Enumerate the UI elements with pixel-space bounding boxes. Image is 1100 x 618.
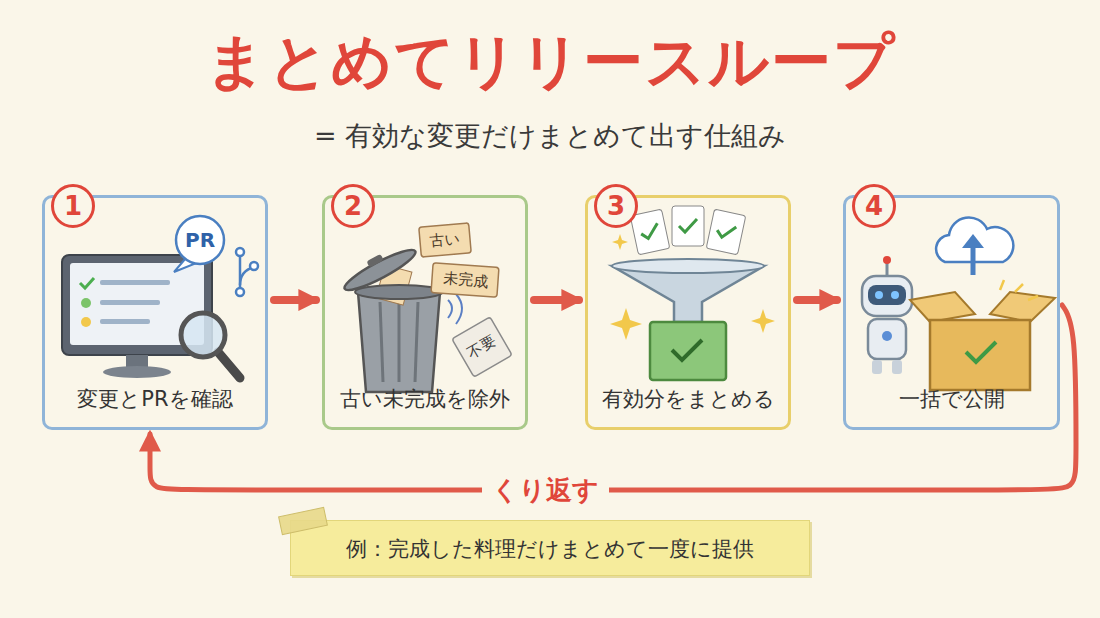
step-label: 古い未完成を除外 [329,385,521,413]
step-number: 3 [594,184,638,228]
card-text: 古い [429,229,461,251]
note-box: 例：完成した料理だけまとめて一度に提供 [290,520,810,576]
step-number: 2 [331,184,375,228]
title: まとめてリリースループ [0,22,1100,103]
flow-arrow [797,296,837,304]
magnifier-icon [181,313,240,378]
cardboard-box [910,280,1055,390]
bubble-text: PR [185,228,215,252]
note-text: 例：完成した料理だけまとめて一度に提供 [291,521,809,577]
step-label: 変更とPRを確認 [49,385,261,413]
discarded-cards [419,223,512,377]
funnel-icon [612,259,764,322]
process-box: 4一括で公開 [843,195,1060,430]
loop-arrow [150,305,1076,490]
branch-icon [236,248,258,296]
tape-strip [279,507,328,534]
trash-can [338,239,462,392]
result-box [650,322,726,380]
sparkles [610,234,775,340]
edge-label: くり返す [482,473,609,508]
flow-arrow [534,296,579,304]
robot-icon [862,256,912,374]
step-number: 1 [51,184,95,228]
step-number: 4 [852,184,896,228]
process-box: 2古い未完成を除外 [322,195,528,430]
process-box: 1変更とPRを確認 [42,195,268,430]
step-label: 有効分をまとめる [592,385,784,413]
cloud-upload-icon [936,217,1013,275]
pr-bubble [174,216,224,272]
step-label: 一括で公開 [850,385,1053,413]
checked-cards [630,206,746,255]
process-box: 3有効分をまとめる [585,195,791,430]
flow-arrow [274,296,316,304]
subtitle: = 有効な変更だけまとめて出す仕組み [0,118,1100,154]
card-text: 未完成 [442,269,488,291]
